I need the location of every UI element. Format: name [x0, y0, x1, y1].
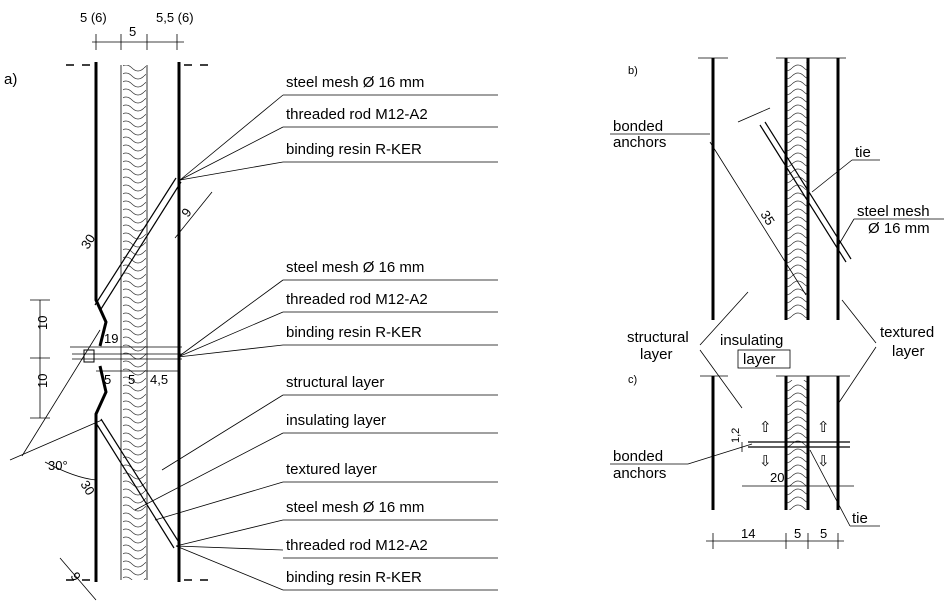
arrow-down-2: ⇩	[817, 453, 830, 470]
textured-2: layer	[892, 343, 925, 360]
c-tie: tie	[852, 510, 868, 527]
b-bonded-1: bonded	[613, 118, 663, 135]
panel-a-dimensions: 10 10 19 5 5 4,5 30° 30 30 9 9	[9, 191, 213, 601]
panel-b-wall: 35	[698, 57, 852, 320]
panel-c-bottom-dimensions: 14 5 5	[706, 526, 844, 549]
label-structural-layer: structural layer	[286, 374, 384, 391]
insulating-2: layer	[743, 351, 776, 368]
label-binding-resin-3: binding resin R-KER	[286, 569, 422, 586]
dim-30a: 30	[78, 231, 98, 251]
dim-angle: 30°	[48, 458, 68, 473]
panel-a-rods	[72, 177, 182, 549]
panel-a-label: a)	[4, 71, 17, 88]
label-insulating-layer: insulating layer	[286, 412, 386, 429]
label-textured-layer: textured layer	[286, 461, 377, 478]
panel-a-label-list: steel mesh Ø 16 mm threaded rod M12-A2 b…	[283, 74, 498, 591]
dim-top-mid: 5	[129, 24, 136, 39]
label-binding-resin-2: binding resin R-KER	[286, 324, 422, 341]
dim-top-left: 5 (6)	[80, 10, 107, 25]
panel-b-label: b)	[628, 65, 638, 77]
label-threaded-rod-1: threaded rod M12-A2	[286, 106, 428, 123]
label-threaded-rod-3: threaded rod M12-A2	[286, 537, 428, 554]
dim-top-right: 5,5 (6)	[156, 10, 194, 25]
dim-5c: 5	[794, 526, 801, 541]
dim-5d: 5	[820, 526, 827, 541]
b-bonded-2: anchors	[613, 134, 666, 151]
dim-left-10b: 10	[35, 374, 50, 388]
c-bonded-2: anchors	[613, 465, 666, 482]
panel-a-wall	[66, 62, 210, 582]
dim-35: 35	[757, 208, 777, 228]
arrow-up-1: ⇧	[759, 419, 772, 436]
dim-5a: 5	[104, 372, 111, 387]
c-bonded-1: bonded	[613, 448, 663, 465]
layer-labels: structural layer insulating layer textur…	[627, 291, 934, 409]
arrow-down-1: ⇩	[759, 453, 772, 470]
panel-c-label: c)	[628, 374, 637, 386]
b-mesh-1: steel mesh	[857, 203, 930, 220]
dim-9a: 9	[178, 205, 194, 220]
b-tie: tie	[855, 144, 871, 161]
label-steel-mesh-3: steel mesh Ø 16 mm	[286, 499, 424, 516]
label-steel-mesh-1: steel mesh Ø 16 mm	[286, 74, 424, 91]
panel-c-labels: bonded anchors tie	[610, 443, 880, 527]
insulating-1: insulating	[720, 332, 783, 349]
structural-2: layer	[640, 346, 673, 363]
panel-a-leaders	[134, 94, 284, 591]
textured-1: textured	[880, 324, 934, 341]
dim-left-10a: 10	[35, 316, 50, 330]
dim-20: 20	[770, 470, 784, 485]
label-steel-mesh-2: steel mesh Ø 16 mm	[286, 259, 424, 276]
panel-a-top-dimensions: 5 (6) 5 5,5 (6)	[80, 10, 194, 50]
structural-1: structural	[627, 329, 689, 346]
b-mesh-2: Ø 16 mm	[868, 220, 930, 237]
dim-30b: 30	[77, 478, 97, 498]
label-threaded-rod-2: threaded rod M12-A2	[286, 291, 428, 308]
label-binding-resin-1: binding resin R-KER	[286, 141, 422, 158]
dim-9b: 9	[68, 569, 84, 584]
dim-14: 14	[741, 526, 755, 541]
dim-12: 1,2	[730, 428, 742, 443]
panel-c-wall: 20 1,2 ⇧ ⇩ ⇧ ⇩	[700, 375, 854, 510]
dim-45: 4,5	[150, 372, 168, 387]
panel-b-labels: bonded anchors tie steel mesh Ø 16 mm	[610, 118, 944, 247]
arrow-up-2: ⇧	[817, 419, 830, 436]
dim-5b: 5	[128, 372, 135, 387]
dim-19: 19	[104, 331, 118, 346]
